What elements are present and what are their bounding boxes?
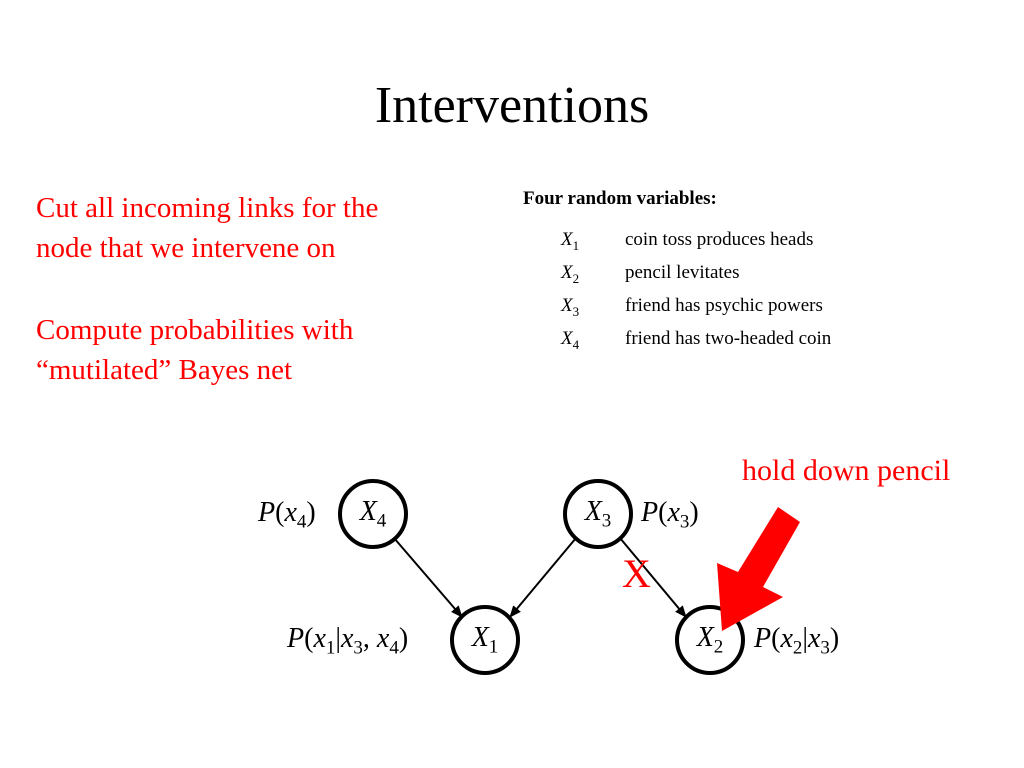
prob-label-x1: P(x1|x3, x4) <box>287 623 409 659</box>
note-cut-links: Cut all incoming links for the node that… <box>36 188 378 268</box>
note-line: node that we intervene on <box>36 232 336 264</box>
edge-x3-x1 <box>509 537 577 618</box>
edge-x4-x1 <box>393 537 463 618</box>
variable-symbol: X1 <box>561 229 580 253</box>
slide-title: Interventions <box>374 77 650 134</box>
node-x2-label: X2 <box>696 622 724 658</box>
variable-symbol: X2 <box>561 262 580 286</box>
node-x4-label: X4 <box>359 496 387 532</box>
node-x3 <box>563 479 633 549</box>
note-mutilated-net: Compute probabilities with “mutilated” B… <box>36 310 353 390</box>
intervention-arrow <box>717 507 800 631</box>
node-x3-label: X3 <box>584 496 612 532</box>
variable-description: coin toss produces heads <box>625 229 814 250</box>
note-line: Cut all incoming links for the <box>36 192 379 224</box>
variable-description: pencil levitates <box>625 262 740 283</box>
variable-symbol: X4 <box>561 328 580 352</box>
node-x1-label: X1 <box>471 622 499 658</box>
cut-link-mark: X <box>622 551 651 596</box>
note-line: Compute probabilities with <box>36 314 354 346</box>
node-x1 <box>450 605 520 675</box>
note-line: “mutilated” Bayes net <box>36 354 293 386</box>
variable-description: friend has two-headed coin <box>625 328 832 349</box>
prob-label-x2: P(x2|x3) <box>754 623 840 659</box>
variables-heading: Four random variables: <box>523 188 717 209</box>
variable-description: friend has psychic powers <box>625 295 823 316</box>
variable-symbol: X3 <box>561 295 580 319</box>
prob-label-x4: P(x4) <box>258 497 316 533</box>
intervention-label: hold down pencil <box>742 454 951 487</box>
edge-x3-x2-cut <box>619 537 687 618</box>
node-x4 <box>338 479 408 549</box>
prob-label-x3: P(x3) <box>641 497 699 533</box>
